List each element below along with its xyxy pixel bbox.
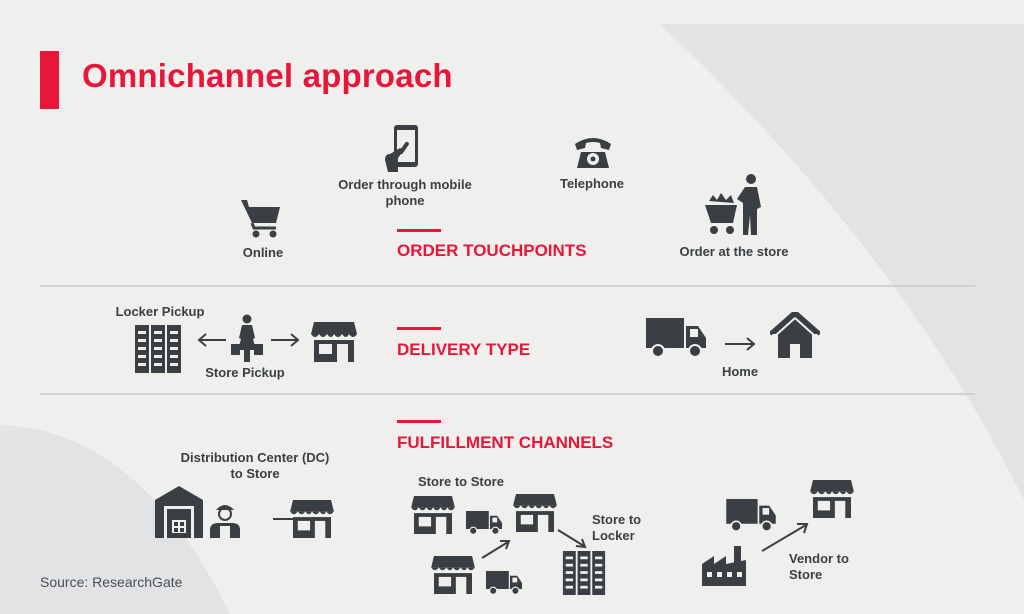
arrow-diagonal-icon <box>481 540 511 559</box>
store-to-store-label: Store to Store <box>418 474 504 489</box>
delivery-truck-icon <box>646 318 706 358</box>
section-rule <box>397 229 441 232</box>
telephone-label: Telephone <box>559 176 625 191</box>
home-label: Home <box>721 364 759 379</box>
divider <box>40 393 975 395</box>
shopping-cart-icon <box>241 200 280 238</box>
arrow-diagonal-icon <box>761 523 809 552</box>
arrow-diagonal-icon <box>557 529 587 549</box>
order-touchpoints-heading: ORDER TOUCHPOINTS <box>397 241 587 260</box>
worker-icon <box>210 505 240 538</box>
source-credit: Source: ResearchGate <box>40 574 183 590</box>
arrow-right-icon <box>271 333 300 347</box>
locker-icon <box>562 551 606 595</box>
delivery-type-heading: DELIVERY TYPE <box>397 340 531 359</box>
order-at-store-label: Order at the store <box>679 244 789 259</box>
arrow-left-icon <box>197 333 226 347</box>
store-to-locker-label: Store to Locker <box>592 512 642 543</box>
section-rule <box>397 327 441 330</box>
store-icon <box>513 494 557 532</box>
store-icon <box>810 480 854 518</box>
mobile-label: Order through mobile phone <box>338 177 472 208</box>
home-icon <box>770 312 820 358</box>
title-accent-bar <box>40 51 59 109</box>
arrow-right-icon <box>725 337 756 351</box>
page-title: Omnichannel approach <box>82 57 453 94</box>
person-with-bags-icon <box>231 314 263 362</box>
section-rule <box>397 420 441 423</box>
store-icon <box>411 496 455 534</box>
vendor-to-store-label: Vendor to Store <box>789 551 849 582</box>
locker-pickup-label: Locker Pickup <box>115 304 205 319</box>
store-icon <box>290 500 334 538</box>
online-label: Online <box>242 245 284 260</box>
delivery-truck-icon <box>466 511 502 535</box>
dc-to-store-label: Distribution Center (DC) to Store <box>180 450 330 481</box>
locker-icon <box>135 325 181 373</box>
store-pickup-label: Store Pickup <box>205 365 285 380</box>
store-icon <box>311 322 357 362</box>
divider <box>40 285 975 287</box>
shopper-with-cart-icon <box>705 174 761 235</box>
warehouse-icon <box>155 486 203 538</box>
telephone-icon <box>575 138 611 168</box>
mobile-phone-icon <box>385 125 418 172</box>
store-icon <box>431 556 475 594</box>
factory-icon <box>702 546 746 586</box>
fulfillment-channels-heading: FULFILLMENT CHANNELS <box>397 433 614 452</box>
delivery-truck-icon <box>486 571 522 595</box>
delivery-truck-icon <box>726 499 776 532</box>
